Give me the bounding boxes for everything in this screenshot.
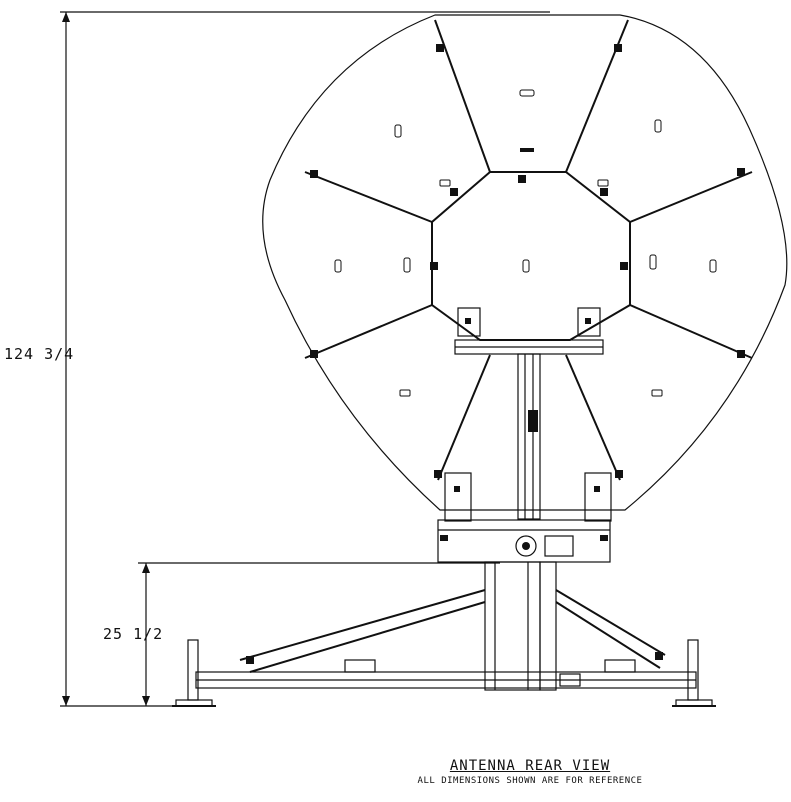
base-height-dimension <box>138 562 500 706</box>
reference-note: ALL DIMENSIONS SHOWN ARE FOR REFERENCE <box>417 776 643 786</box>
pedestal-column <box>484 561 557 691</box>
overall-height-label: 124 3/4 <box>4 345 75 363</box>
leveling-feet <box>172 639 716 707</box>
upper-mount <box>454 307 604 355</box>
view-title: ANTENNA REAR VIEW <box>449 758 611 774</box>
title-block: ANTENNA REAR VIEW ALL DIMENSIONS SHOWN A… <box>330 758 730 786</box>
outrigger-struts <box>239 589 666 673</box>
overall-height-dimension <box>60 11 550 707</box>
elevation-drive <box>437 519 611 563</box>
petal-seams <box>304 19 753 481</box>
petal-clips <box>310 44 745 478</box>
antenna-mast <box>517 353 541 520</box>
base-height-label: 25 1/2 <box>103 625 164 643</box>
lower-brackets <box>444 472 612 522</box>
petal-slots <box>334 89 717 397</box>
base-frame <box>195 659 697 689</box>
